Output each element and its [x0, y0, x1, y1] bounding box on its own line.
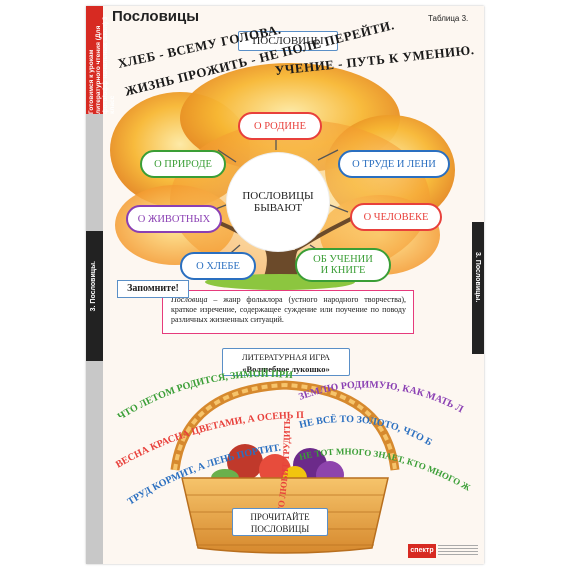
- definition-term: Пословица: [171, 295, 208, 304]
- remember-label: Запомните!: [117, 280, 189, 298]
- read-label-1: ПРОЧИТАЙТЕ: [250, 512, 310, 522]
- proverbs-header-label: ПОСЛОВИЦЫ: [252, 35, 324, 47]
- game-subtitle: «Волшебное лукошко»: [242, 364, 330, 374]
- read-label-2: ПОСЛОВИЦЫ: [250, 524, 310, 534]
- topic-bread: О ХЛЕБЕ: [180, 252, 256, 280]
- proverbs-types-center: ПОСЛОВИЦЫ БЫВАЮТ: [226, 152, 330, 252]
- topic-work: О ТРУДЕ И ЛЕНИ: [338, 150, 450, 178]
- publisher-info: [438, 545, 478, 557]
- page-title: Пословицы: [112, 8, 200, 25]
- topic-person-label: О ЧЕЛОВЕКЕ: [363, 211, 429, 223]
- center-line-2: БЫВАЮТ: [253, 202, 303, 214]
- left-stripe: Готовимся к урокам литературного чтения …: [86, 6, 116, 564]
- basket-proverb-4: ЗЕМЛЮ РОДИМУЮ, КАК МАТЬ ЛЮБИМУЮ.: [0, 0, 465, 416]
- center-line-1: ПОСЛОВИЦЫ: [242, 190, 314, 202]
- topic-learning: ОБ УЧЕНИИ И КНИГЕ: [295, 248, 391, 282]
- publisher-logo: спектр: [408, 544, 436, 558]
- game-title: ЛИТЕРАТУРНАЯ ИГРА: [241, 352, 331, 362]
- topic-learning-label: ОБ УЧЕНИИ И КНИГЕ: [313, 254, 373, 276]
- definition-text: – жанр фольклора (устного народного твор…: [171, 295, 406, 324]
- definition-box: Пословица – жанр фольклора (устного наро…: [162, 290, 414, 334]
- topic-animals-label: О ЖИВОТНЫХ: [137, 213, 211, 225]
- topic-homeland: О РОДИНЕ: [238, 112, 322, 140]
- read-proverbs-box: ПРОЧИТАЙТЕ ПОСЛОВИЦЫ: [232, 508, 328, 536]
- topic-nature: О ПРИРОДЕ: [140, 150, 226, 178]
- topic-nature-label: О ПРИРОДЕ: [154, 158, 212, 170]
- series-banner: Готовимся к урокам литературного чтения …: [86, 6, 116, 114]
- table-number: Таблица 3.: [428, 14, 469, 23]
- topic-work-label: О ТРУДЕ И ЛЕНИ: [352, 158, 436, 170]
- publisher-logo-text: спектр: [410, 547, 434, 554]
- topic-tab-left: 3. Пословицы.: [86, 231, 103, 361]
- basket-proverb-7: КТО ЛЮБИТ ТРУДИТЬСЯ, ТОМУ НЕ СИДИТСЯ.: [0, 0, 292, 520]
- basket-proverb-1: ЧТО ЛЕТОМ РОДИТСЯ, ЗИМОЙ ПРИГОДИТСЯ.: [0, 0, 294, 423]
- topic-bread-label: О ХЛЕБЕ: [196, 260, 240, 272]
- proverbs-header-box: ПОСЛОВИЦЫ: [238, 31, 338, 51]
- topic-animals: О ЖИВОТНЫХ: [126, 205, 222, 233]
- topic-person: О ЧЕЛОВЕКЕ: [350, 203, 442, 231]
- game-header-box: ЛИТЕРАТУРНАЯ ИГРА «Волшебное лукошко»: [222, 348, 350, 376]
- topic-tab-right: 3. Пословицы.: [472, 222, 484, 354]
- topic-homeland-label: О РОДИНЕ: [254, 120, 306, 132]
- topic-tab-right-text: 3. Пословицы.: [474, 252, 481, 303]
